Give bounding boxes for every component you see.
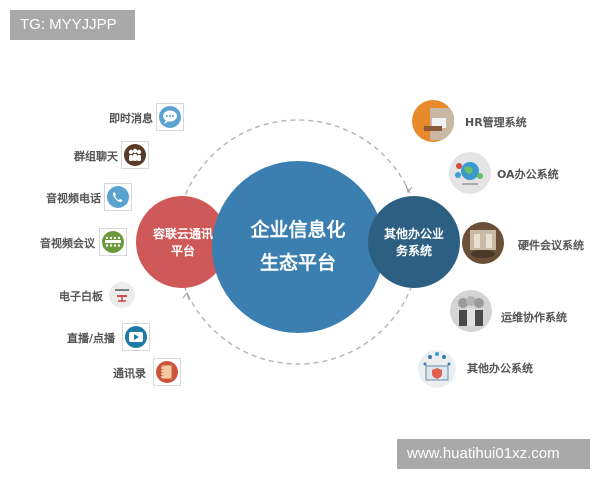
- left-item-label-5: 直播/点播: [66, 332, 115, 345]
- meeting-room-icon: [462, 222, 504, 264]
- address-book-icon: [153, 358, 181, 386]
- oa-globe-icon: [449, 152, 491, 194]
- center-title: 企业信息化 生态平台: [213, 214, 383, 280]
- right-hub-title: 其他办公业 务系统: [368, 226, 460, 260]
- left-item-label-3: 音视频会议: [40, 237, 95, 250]
- right-hub-line1: 其他办公业: [383, 227, 444, 241]
- group-people-icon: [121, 141, 149, 169]
- center-circle: [212, 161, 384, 333]
- right-item-label-1: OA办公系统: [497, 168, 559, 181]
- center-title-line1: 企业信息化: [250, 219, 346, 241]
- left-item-label-2: 音视频电话: [46, 192, 101, 205]
- right-item-label-4: 其他办公系统: [467, 362, 533, 375]
- left-hub-circle: [136, 196, 228, 288]
- play-video-icon: [122, 323, 150, 351]
- team-silhouette-icon: [450, 290, 492, 332]
- ring-arrow-top-right: [405, 184, 413, 194]
- chat-bubble-icon: [156, 103, 184, 131]
- phone-icon: [104, 183, 132, 211]
- left-hub-title: 容联云通讯 平台: [137, 226, 229, 260]
- laptop-network-icon: [416, 346, 458, 388]
- left-hub-line2: 平台: [170, 244, 195, 258]
- left-hub-line1: 容联云通讯: [152, 227, 213, 241]
- right-hub-circle: [368, 196, 460, 288]
- hr-photo-icon: [412, 100, 455, 142]
- left-item-label-6: 通讯录: [113, 367, 146, 380]
- whiteboard-icon: [108, 281, 136, 309]
- center-title-line2: 生态平台: [259, 252, 336, 274]
- right-item-label-3: 运维协作系统: [501, 311, 567, 324]
- watermark-top: TG: MYYJJPP: [10, 10, 135, 40]
- left-item-label-1: 群组聊天: [74, 150, 118, 163]
- left-item-label-0: 即时消息: [109, 112, 153, 125]
- watermark-bottom: www.huatihui01xz.com: [397, 439, 590, 469]
- right-hub-line2: 务系统: [395, 244, 432, 258]
- left-item-label-4: 电子白板: [59, 290, 103, 303]
- right-item-label-2: 硬件会议系统: [518, 239, 584, 252]
- right-item-label-0: HR管理系统: [465, 116, 527, 129]
- conference-table-icon: [99, 228, 127, 256]
- ring-arrow-bottom-left: [182, 291, 190, 301]
